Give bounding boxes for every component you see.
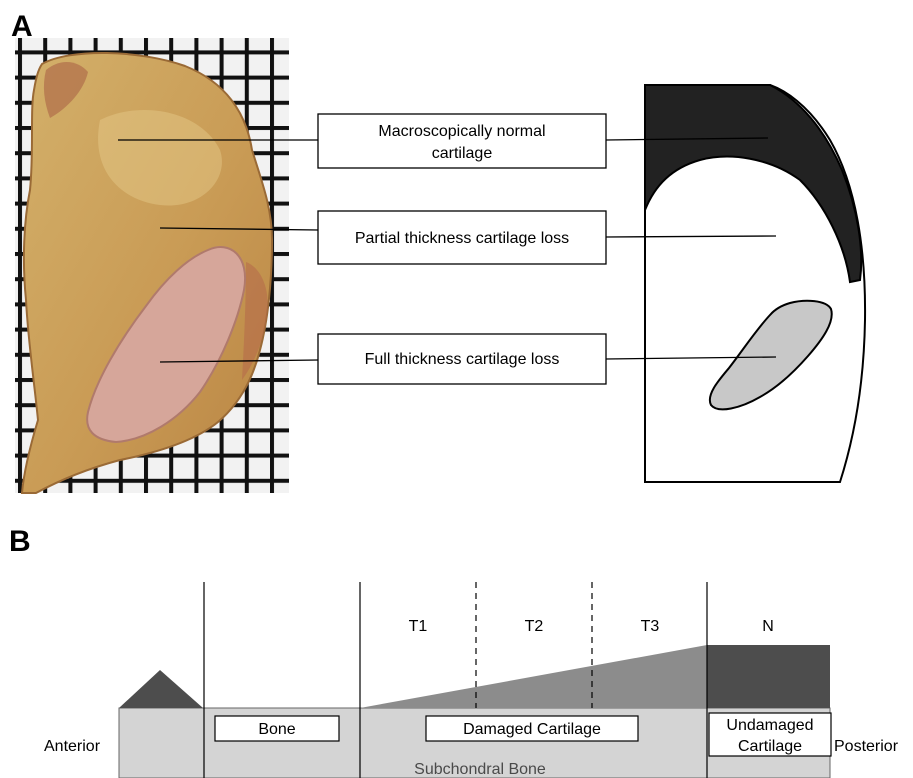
- undamaged-cartilage-label-line-2: Cartilage: [738, 738, 802, 755]
- anterior-peak: [119, 670, 203, 708]
- damaged-cartilage-wedge: [360, 645, 707, 708]
- callout-full-text: Full thickness cartilage loss: [365, 351, 560, 368]
- callout-partial-text: Partial thickness cartilage loss: [355, 230, 569, 247]
- zone-label-t3: T3: [641, 618, 660, 635]
- undamaged-cartilage-label-line-1: Undamaged: [726, 717, 813, 734]
- zone-label-n: N: [762, 618, 774, 635]
- callout-full: Full thickness cartilage loss: [318, 334, 606, 384]
- panel-b-label: B: [9, 525, 31, 558]
- panel-b: B T1 T2 T3 N Anterior Posterior Bone: [9, 525, 899, 778]
- callout-normal-line-2: cartilage: [432, 145, 493, 162]
- callout-partial: Partial thickness cartilage loss: [318, 211, 606, 264]
- panel-a: A Macroscopically normal cartilage Parti…: [11, 10, 865, 493]
- callout-normal-line-1: Macroscopically normal: [378, 123, 545, 140]
- specimen-photo: [15, 38, 289, 493]
- zone-label-t1: T1: [409, 618, 428, 635]
- damaged-cartilage-label: Damaged Cartilage: [426, 716, 638, 741]
- subchondral-bone-label: Subchondral Bone: [414, 761, 546, 778]
- bone-label: Bone: [215, 716, 339, 741]
- undamaged-cartilage-block: [707, 645, 830, 708]
- bone-label-text: Bone: [258, 721, 295, 738]
- undamaged-cartilage-label: Undamaged Cartilage: [709, 713, 831, 756]
- anterior-label: Anterior: [44, 738, 101, 755]
- zone-label-t2: T2: [525, 618, 544, 635]
- specimen-schematic: [645, 85, 865, 482]
- callout-normal: Macroscopically normal cartilage: [318, 114, 606, 168]
- damaged-cartilage-label-text: Damaged Cartilage: [463, 721, 601, 738]
- posterior-label: Posterior: [834, 738, 899, 755]
